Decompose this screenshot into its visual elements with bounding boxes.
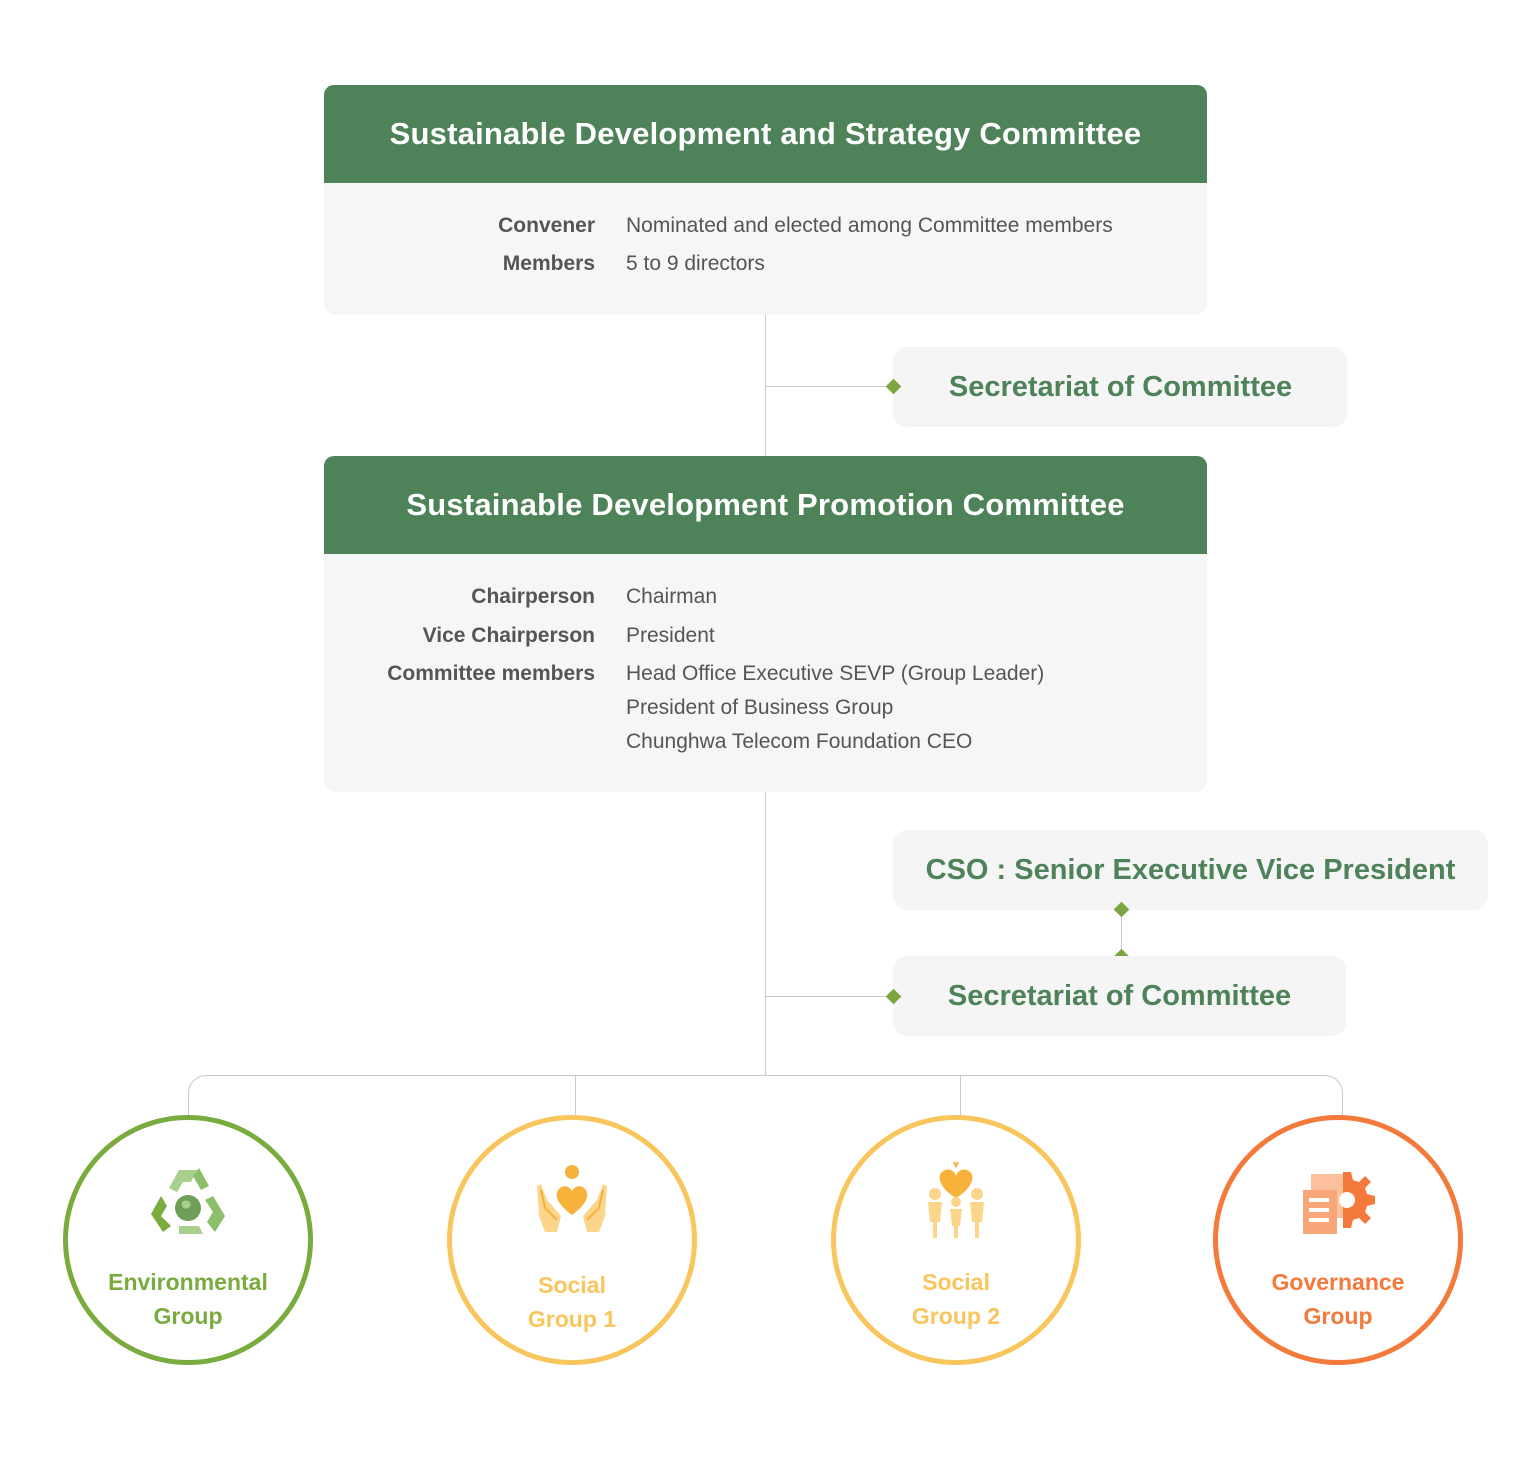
cso-label: CSO : Senior Executive Vice President [925,853,1456,886]
promotion-committee-card: Sustainable Development Promotion Commit… [324,456,1207,792]
group-name-line1: Environmental [108,1269,268,1295]
group-name-line2: Group [1303,1303,1373,1329]
detail-row: President of Business Group [324,696,1207,730]
group-name-line1: Social [922,1269,990,1295]
detail-label: Members [502,252,595,275]
detail-label: Vice Chairperson [422,624,595,647]
detail-value: President [626,624,715,647]
social-group-2-node: Social Group 2 [831,1115,1081,1365]
detail-row: Committee members Head Office Executive … [324,662,1207,696]
connector-group-2 [575,1075,576,1115]
recycle-globe-icon [151,1168,225,1234]
secretariat-box-2: Secretariat of Committee [893,956,1346,1036]
detail-row: Convener Nominated and elected among Com… [324,214,1207,248]
document-gear-icon [1303,1172,1375,1234]
environmental-group-node: Environmental Group [63,1115,313,1365]
promotion-committee-title: Sustainable Development Promotion Commit… [324,456,1207,554]
detail-value: Nominated and elected among Committee me… [626,214,1113,237]
promotion-committee-details: Chairperson Chairman Vice Chairperson Pr… [324,554,1207,792]
group-name-line2: Group 1 [527,1306,617,1332]
strategy-committee-details: Convener Nominated and elected among Com… [324,183,1207,315]
detail-value: Chunghwa Telecom Foundation CEO [626,730,973,753]
connector-group-3 [960,1075,961,1115]
group-name-line2: Group 2 [911,1303,1001,1329]
family-heart-icon [928,1161,984,1238]
cso-box: CSO : Senior Executive Vice President [893,830,1488,910]
detail-row: Chunghwa Telecom Foundation CEO [324,730,1207,764]
strategy-committee-card: Sustainable Development and Strategy Com… [324,85,1207,315]
group-name-line2: Group [153,1303,223,1329]
detail-row: Vice Chairperson President [324,624,1207,658]
detail-row: Members 5 to 9 directors [324,252,1207,286]
social-group-1-node: Social Group 1 [447,1115,697,1365]
detail-label: Chairperson [471,585,595,608]
detail-row: Chairperson Chairman [324,585,1207,619]
connector-secretariat-2 [765,996,893,997]
detail-label: Convener [498,214,595,237]
detail-label: Committee members [387,662,595,685]
connector-groups-branch [188,1075,1343,1115]
group-name-line1: Social [538,1272,606,1298]
hands-heart-icon [537,1165,607,1232]
secretariat-label: Secretariat of Committee [948,370,1293,403]
strategy-committee-title: Sustainable Development and Strategy Com… [324,85,1207,183]
governance-group-node: Governance Group [1213,1115,1463,1365]
secretariat-label: Secretariat of Committee [947,979,1292,1012]
detail-value: 5 to 9 directors [626,252,765,275]
detail-value: President of Business Group [626,696,894,719]
secretariat-box-1: Secretariat of Committee [893,347,1347,427]
connector-secretariat-1 [765,386,893,387]
detail-value: Chairman [626,585,718,608]
detail-value: Head Office Executive SEVP (Group Leader… [626,662,1045,685]
connector-cso-secretariat [1121,910,1122,956]
group-name-line1: Governance [1271,1269,1405,1295]
